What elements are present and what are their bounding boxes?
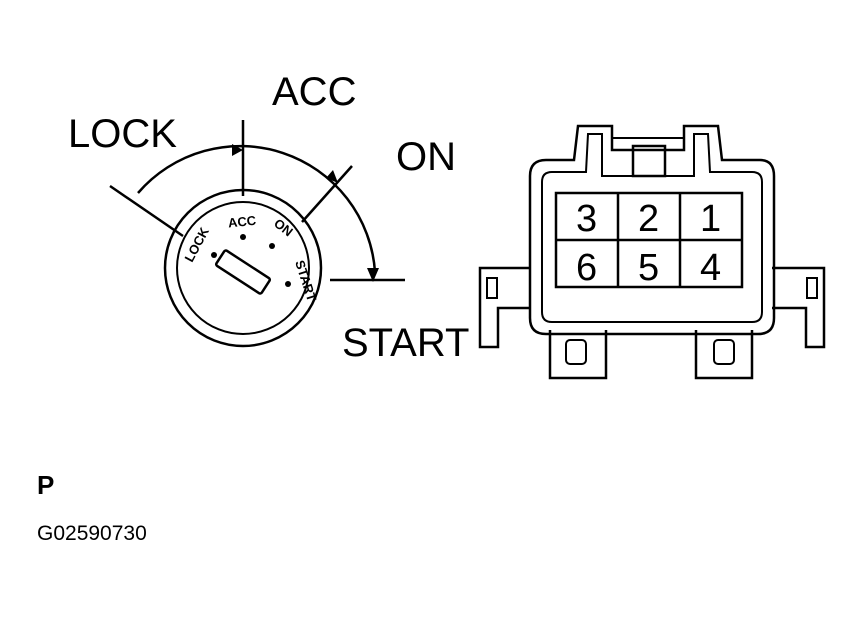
pin-3: 3 (576, 198, 597, 240)
acc-arrowhead (232, 144, 243, 156)
acc-dot (240, 234, 246, 240)
left-flange (478, 266, 530, 349)
face-label-acc: ACC (227, 213, 257, 231)
pin-5: 5 (638, 247, 659, 289)
pin-4: 4 (700, 247, 721, 289)
start-arrowhead (367, 268, 379, 282)
face-label-lock: LOCK (181, 224, 212, 264)
key-slot (214, 249, 272, 295)
housing-outer (528, 124, 776, 336)
right-flange (772, 266, 826, 349)
right-leg-window (713, 339, 735, 365)
face-label-on: ON (271, 216, 296, 240)
lock-indicator-line (109, 184, 184, 238)
on-indicator-line (301, 165, 353, 223)
label-start: START (342, 321, 469, 365)
connector: 3 2 1 6 5 4 (478, 124, 826, 380)
latch-window (631, 144, 667, 178)
figure-id: G02590730 (37, 522, 147, 545)
right-leg (694, 330, 754, 380)
pin-2: 2 (638, 198, 659, 240)
rotation-arc (137, 144, 377, 273)
pin-6: 6 (576, 247, 597, 289)
pin-1: 1 (700, 198, 721, 240)
face-label-start: START (292, 258, 319, 303)
housing-inner (541, 133, 763, 323)
right-flange-slot (806, 277, 818, 299)
switch-outer-ring (163, 188, 323, 348)
lock-dot (211, 252, 217, 258)
label-acc: ACC (272, 70, 356, 114)
on-dot (269, 243, 275, 249)
left-flange-slot (486, 277, 498, 299)
left-leg-window (565, 339, 587, 365)
label-lock: LOCK (68, 112, 177, 156)
label-on: ON (396, 135, 456, 179)
start-dot (285, 281, 291, 287)
pin-grid (554, 191, 744, 289)
view-letter: P (37, 470, 55, 500)
switch-inner-ring (176, 201, 310, 335)
on-arrowhead (326, 170, 338, 183)
ignition-switch: LOCK ACC ON START LOCK ACC ON START (68, 70, 469, 365)
left-leg (548, 330, 608, 380)
